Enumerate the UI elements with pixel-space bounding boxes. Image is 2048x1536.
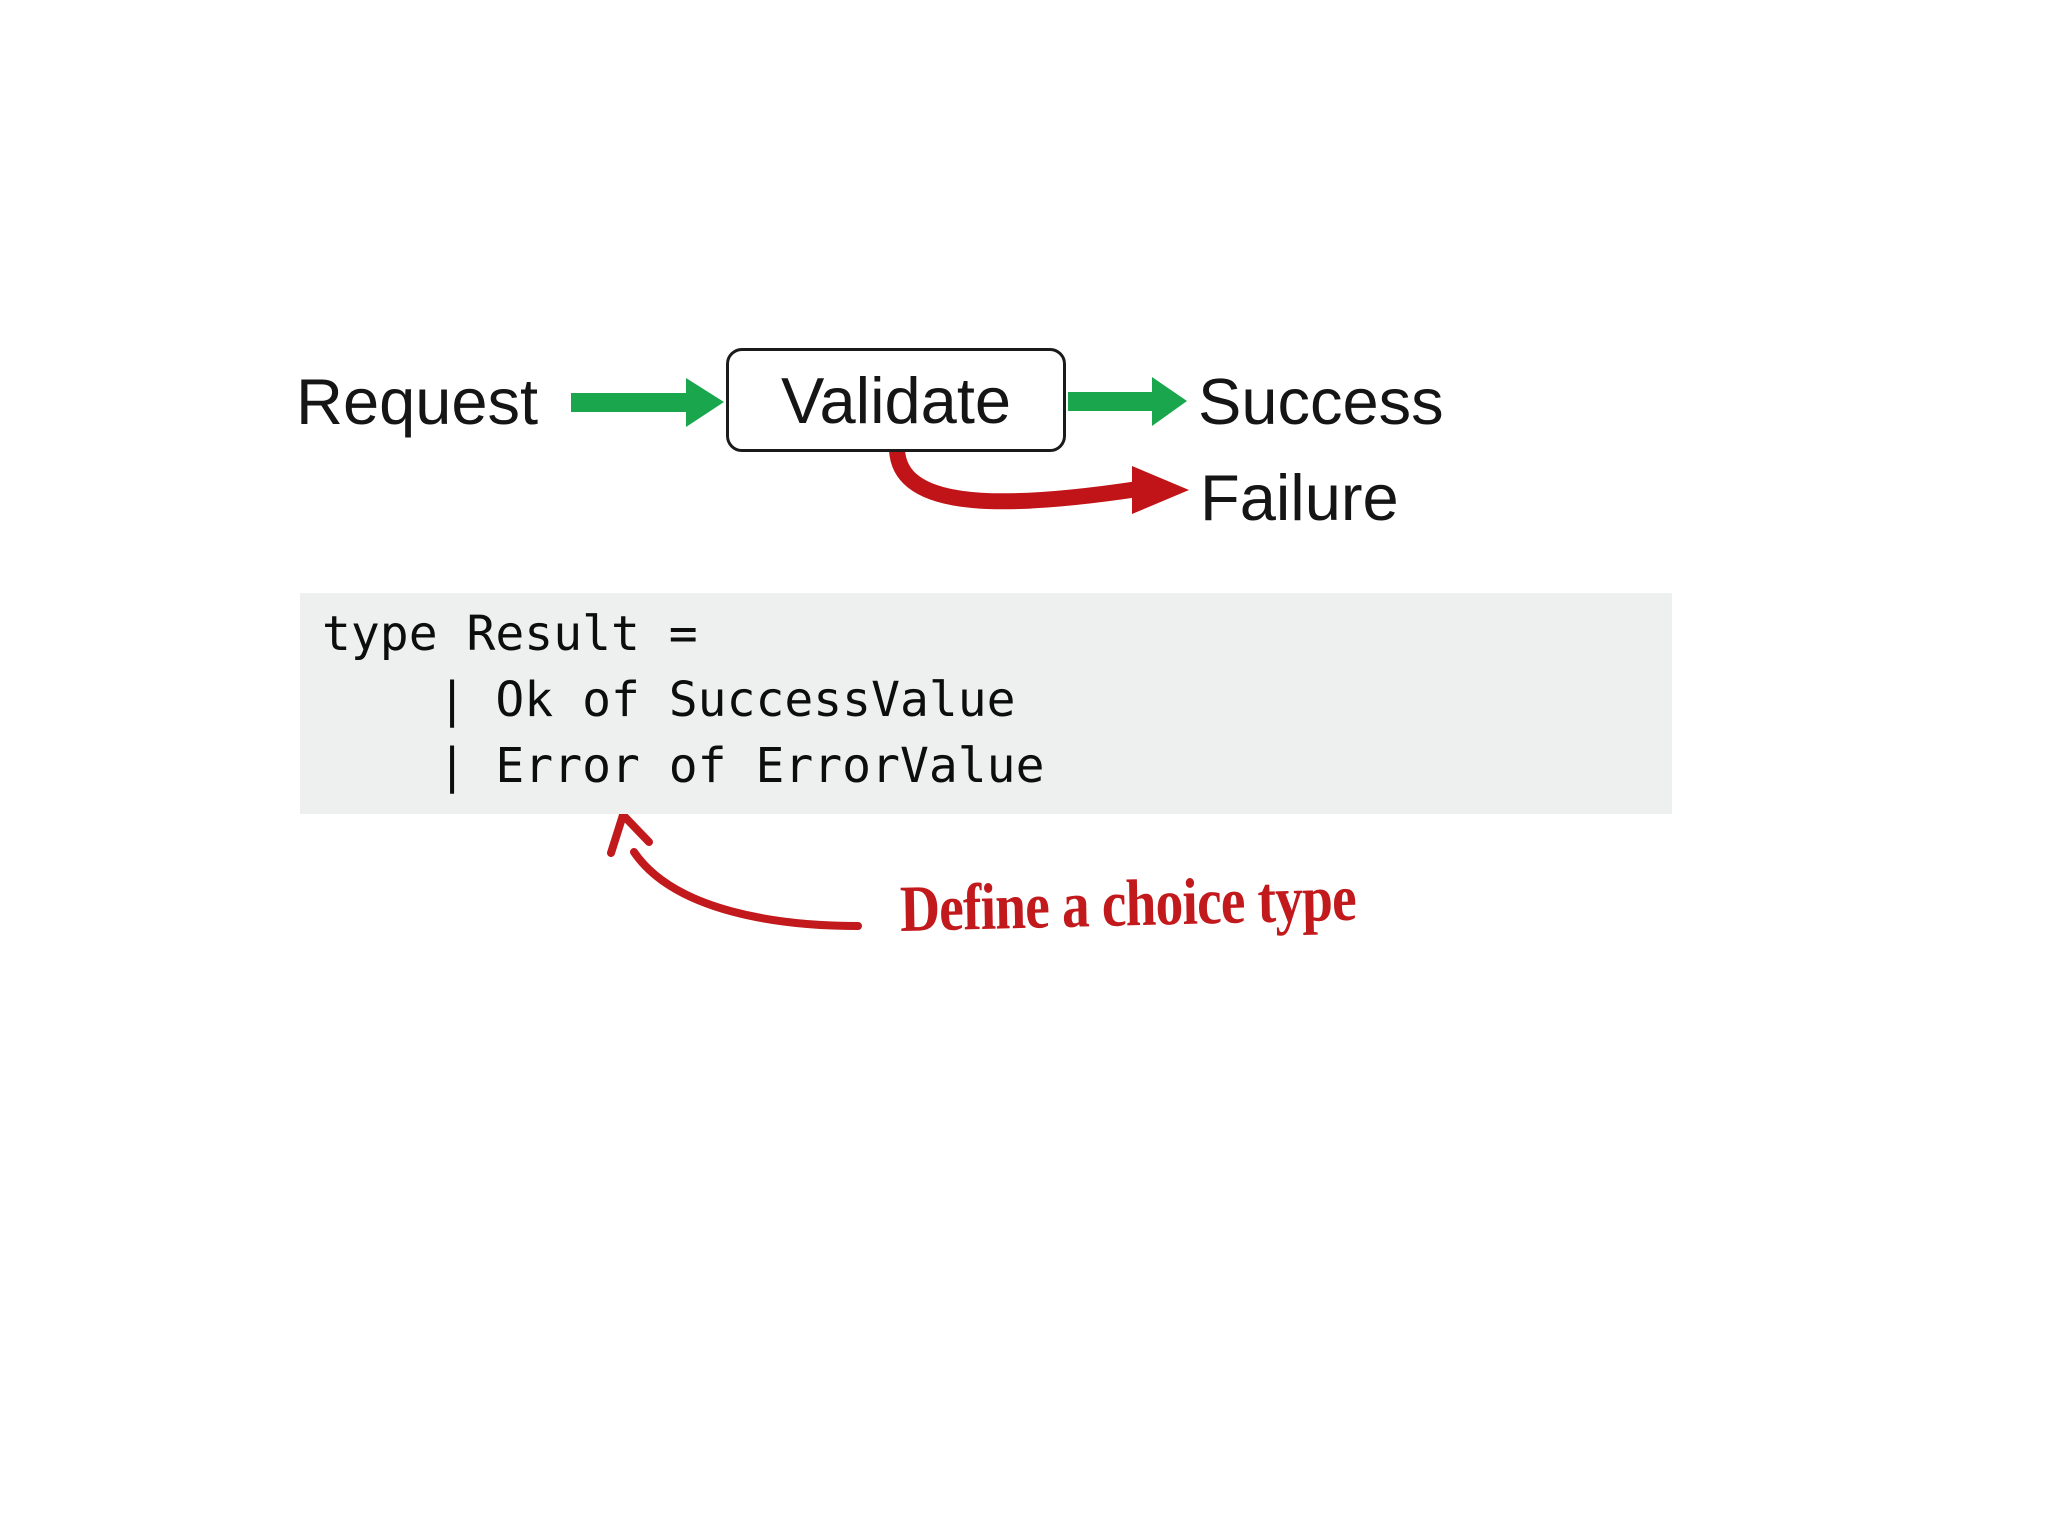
failure-label: Failure: [1200, 461, 1399, 534]
validate-label: Validate: [780, 363, 1012, 437]
arrow-request-to-validate-icon: [571, 378, 724, 427]
arrow-validate-to-success-icon: [1068, 377, 1187, 426]
validate-box: Validate: [726, 348, 1066, 452]
code-line-ok-case: | Ok of SuccessValue: [322, 672, 1016, 728]
request-label: Request: [296, 365, 539, 438]
annotation-arrow-head-icon: [607, 811, 653, 857]
code-line-type-result: type Result =: [322, 606, 727, 662]
code-text: type Result = | Ok of SuccessValue | Err…: [300, 593, 1672, 799]
annotation-define-choice-type: Define a choice type: [899, 861, 1357, 946]
arrow-validate-to-failure-curve: [889, 442, 1146, 510]
annotation-arrow-curve: [630, 848, 862, 930]
success-label: Success: [1198, 365, 1444, 438]
code-block: type Result = | Ok of SuccessValue | Err…: [300, 593, 1672, 814]
arrow-validate-to-failure-head-icon: [1132, 466, 1189, 514]
code-line-error-case: | Error of ErrorValue: [322, 738, 1045, 794]
